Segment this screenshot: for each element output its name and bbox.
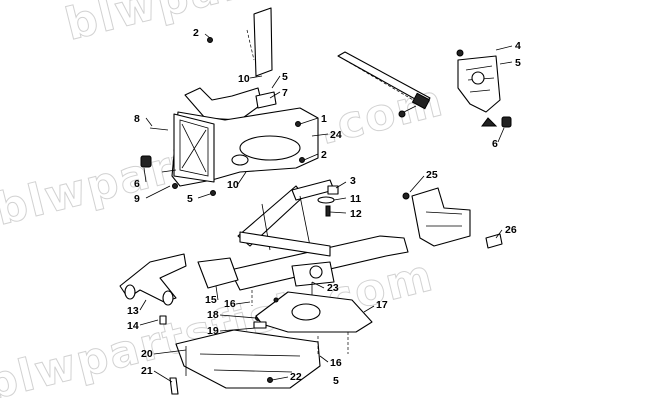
callout-8: 8 <box>134 113 140 125</box>
bulkhead-oval-opening <box>239 135 301 161</box>
callout-16-lower: 16 <box>330 357 342 369</box>
steering-plate <box>253 7 273 77</box>
callout-19: 19 <box>207 325 219 337</box>
bolt-14 <box>159 315 167 325</box>
callout-5-right: 5 <box>515 57 521 69</box>
steering-linkage <box>337 49 512 128</box>
callout-5-left: 5 <box>187 193 193 205</box>
callout-24: 24 <box>330 129 342 141</box>
callout-18: 18 <box>207 309 219 321</box>
callout-16-upper: 16 <box>224 298 236 310</box>
mount-bracket-15 <box>197 257 239 289</box>
callout-2-top: 2 <box>193 27 199 39</box>
callout-13: 13 <box>127 305 139 317</box>
callout-10-lower: 10 <box>227 179 239 191</box>
callout-17: 17 <box>376 299 388 311</box>
callouts: 1 2 2 3 4 5 5 5 5 6 6 7 8 9 10 10 11 12 … <box>127 27 521 387</box>
callout-1: 1 <box>321 113 327 125</box>
callout-2-right: 2 <box>321 149 327 161</box>
tie-rod <box>337 51 431 105</box>
callout-20: 20 <box>141 348 153 360</box>
bumper-pad-6 <box>140 155 152 168</box>
leader-lines <box>139 33 513 383</box>
bumper-pad-6b <box>501 116 512 128</box>
watermark-top: blwpartsfish.com <box>60 0 519 51</box>
bracket-7 <box>255 91 277 109</box>
callout-14: 14 <box>127 320 139 332</box>
bolt-12 <box>325 205 331 217</box>
washer-11 <box>317 196 335 204</box>
callout-22: 22 <box>290 371 302 383</box>
callout-6-right: 6 <box>492 138 498 150</box>
callout-26: 26 <box>505 224 517 236</box>
callout-25: 25 <box>426 169 438 181</box>
bolt-21 <box>169 377 179 395</box>
bulkhead-assembly <box>140 7 319 196</box>
callout-7: 7 <box>282 87 288 99</box>
callout-23: 23 <box>327 282 339 294</box>
front-frame <box>197 179 409 321</box>
callout-10-upper: 10 <box>238 73 250 85</box>
callout-5-bottom: 5 <box>333 375 339 387</box>
callout-4: 4 <box>515 40 521 52</box>
bolt-26 <box>485 233 503 249</box>
callout-11: 11 <box>350 193 361 205</box>
callout-12: 12 <box>350 208 362 220</box>
lower-skid-plate-19 <box>175 329 321 389</box>
callout-5-upper: 5 <box>282 71 288 83</box>
callout-3: 3 <box>350 175 356 187</box>
callout-6-left: 6 <box>134 178 140 190</box>
callout-15: 15 <box>205 294 217 306</box>
callout-21: 21 <box>141 365 153 377</box>
bracket-3 <box>327 185 339 195</box>
callout-9: 9 <box>134 193 140 205</box>
side-bracket-25 <box>411 187 471 247</box>
